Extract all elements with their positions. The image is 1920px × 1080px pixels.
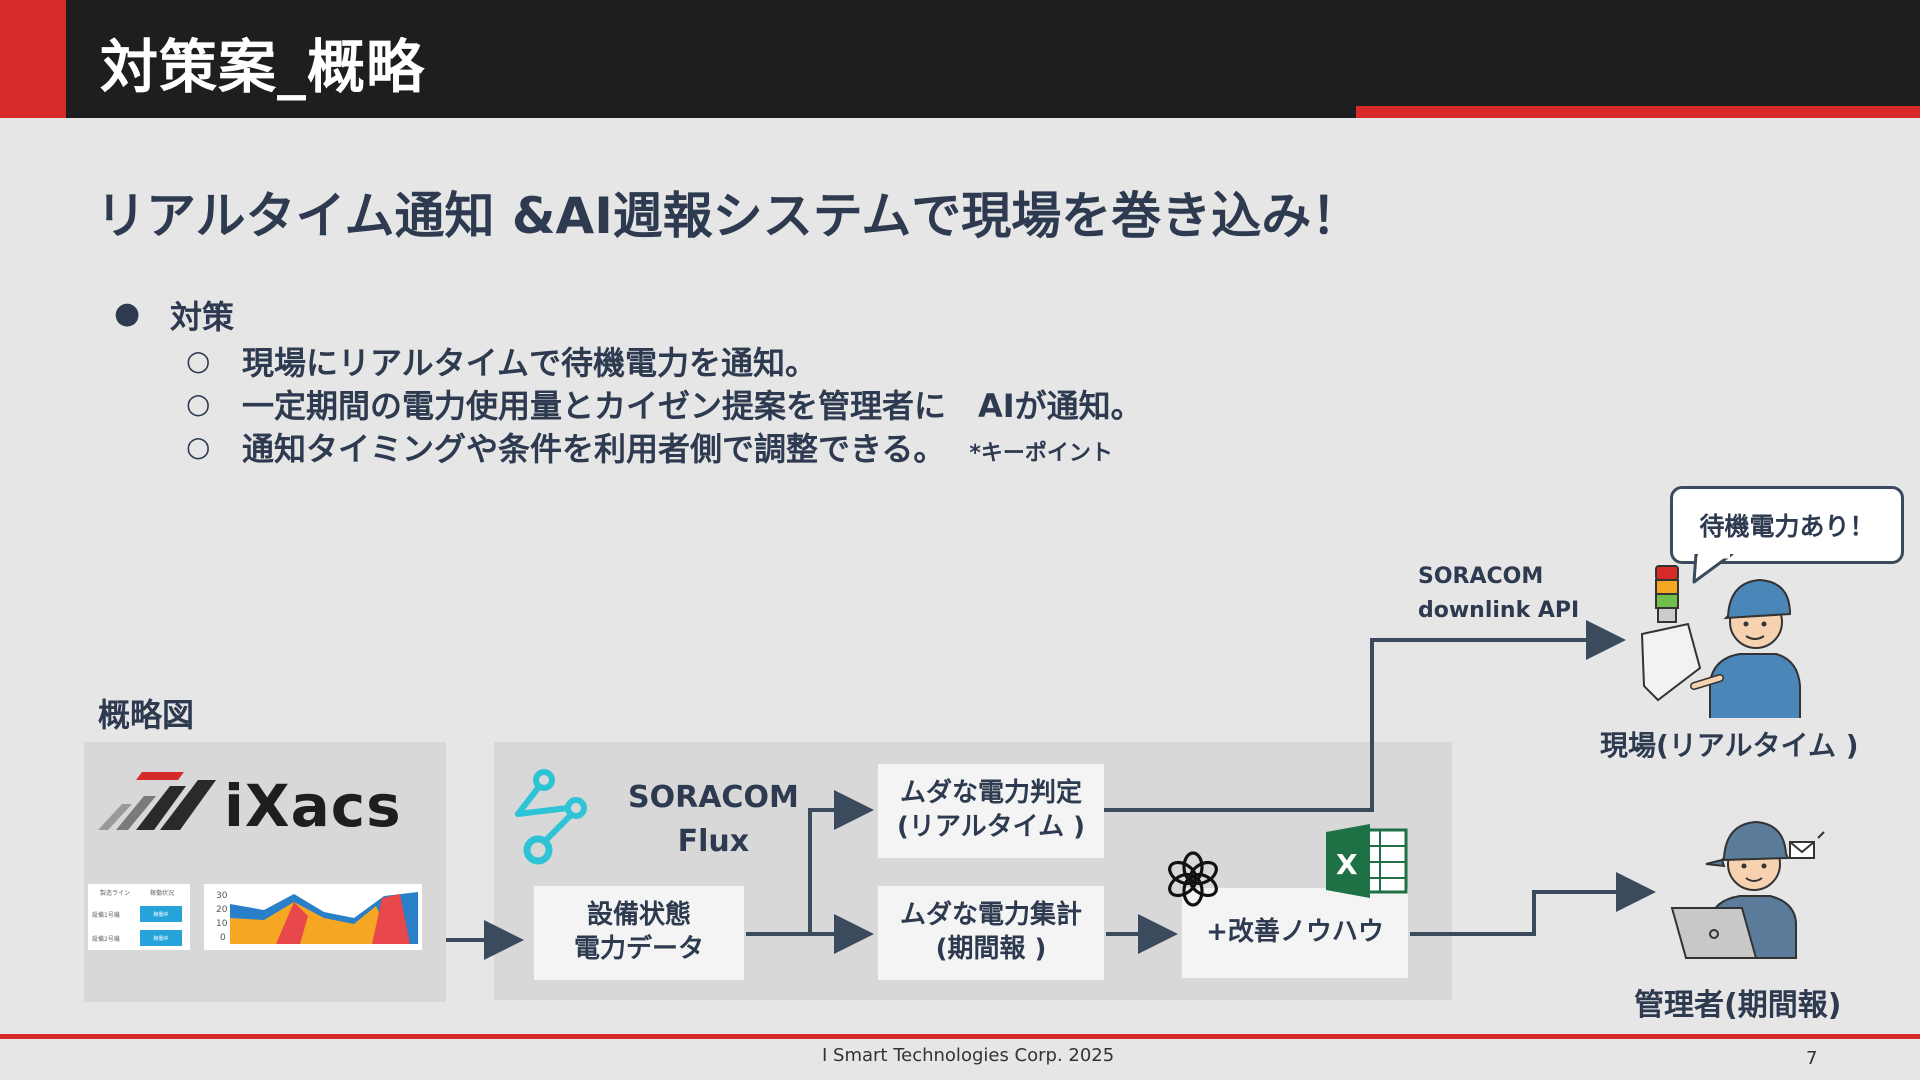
- ixacs-chart-thumbnail: 30 20 10 0: [204, 884, 422, 950]
- header-accent-bottom: [1356, 106, 1920, 118]
- speech-bubble-text: 待機電力あり！: [1699, 512, 1875, 541]
- field-realtime-label: 現場(リアルタイム ): [1600, 729, 1859, 762]
- speech-bubble: 待機電力あり！: [1670, 486, 1904, 564]
- headline: リアルタイム通知 &AI週報システムで現場を巻き込み！: [96, 187, 1362, 245]
- ixacs-panel: [84, 742, 446, 1002]
- sub-bullet-circle: ○: [186, 387, 211, 420]
- waste-judge-box: ムダな電力判定 (リアルタイム ): [878, 764, 1104, 858]
- waste-aggregate-text: ムダな電力集計 (期間報 ): [899, 900, 1082, 964]
- manager-icon: [1670, 820, 1825, 959]
- mini-col1: 製造ライン: [100, 890, 131, 897]
- page-number: 7: [1806, 1048, 1818, 1069]
- mini-status-btn: 稼働中: [140, 906, 182, 922]
- excel-icon-letter: X: [1336, 848, 1358, 881]
- mini-row1: 設備1号機: [92, 912, 120, 919]
- soracom-flux-label: SORACOM Flux: [628, 780, 799, 859]
- sub-bullet-circle: ○: [186, 430, 211, 463]
- footer-copyright: I Smart Technologies Corp. 2025: [822, 1045, 1115, 1066]
- sub-bullet-1: 現場にリアルタイムで待機電力を通知。: [242, 344, 818, 382]
- ixacs-table-thumbnail: 製造ライン 稼働状況 設備1号機 稼働中 設備2号機 稼働中: [88, 884, 190, 950]
- speech-bubble-tail: [1692, 554, 1734, 584]
- excel-icon: X: [1326, 824, 1408, 898]
- bullet-dot: ●: [114, 296, 141, 331]
- sub-bullet-circle: ○: [186, 344, 211, 377]
- mini-col2: 稼働状況: [150, 890, 175, 897]
- equipment-data-text: 設備状態 電力データ: [573, 900, 704, 964]
- footer-line: [0, 1034, 1920, 1039]
- improvement-knowhow-box: +改善ノウハウ: [1182, 888, 1408, 978]
- header-bar: [0, 0, 1920, 118]
- ixacs-logo-mark: [98, 772, 216, 830]
- sub-bullet-3: 通知タイミングや条件を利用者側で調整できる。 *キーポイント: [242, 424, 1113, 470]
- sub-bullet-3-text: 通知タイミングや条件を利用者側で調整できる。: [242, 430, 946, 468]
- slide-title: 対策案_概略: [100, 33, 426, 101]
- diagram-label: 概略図: [98, 696, 195, 734]
- waste-judge-text: ムダな電力判定 (リアルタイム ): [896, 778, 1086, 842]
- soracom-downlink-label: SORACOM downlink API: [1418, 564, 1580, 624]
- openai-icon: [1168, 851, 1218, 907]
- ixacs-logo-text: iXacs: [224, 772, 402, 840]
- waste-aggregate-box: ムダな電力集計 (期間報 ): [878, 886, 1104, 980]
- mini-tick-0: 0: [220, 933, 226, 943]
- mini-tick-10: 10: [216, 919, 228, 929]
- soracom-flux-icon: [515, 769, 587, 865]
- field-worker-icon: [1640, 565, 1801, 718]
- bullet-main: 対策: [170, 298, 235, 336]
- keypoint-note: *キーポイント: [969, 441, 1113, 466]
- equipment-data-box: 設備状態 電力データ: [534, 886, 744, 980]
- improvement-knowhow-text: +改善ノウハウ: [1206, 917, 1384, 948]
- header-accent-left: [0, 0, 66, 118]
- mini-status-btn: 稼働中: [140, 930, 182, 946]
- mini-row2: 設備2号機: [92, 936, 120, 943]
- mini-tick-20: 20: [216, 905, 228, 915]
- manager-period-label: 管理者(期間報): [1634, 988, 1842, 1023]
- mini-tick-30: 30: [216, 891, 228, 901]
- sub-bullet-2: 一定期間の電力使用量とカイゼン提案を管理者に AIが通知。: [242, 387, 1143, 425]
